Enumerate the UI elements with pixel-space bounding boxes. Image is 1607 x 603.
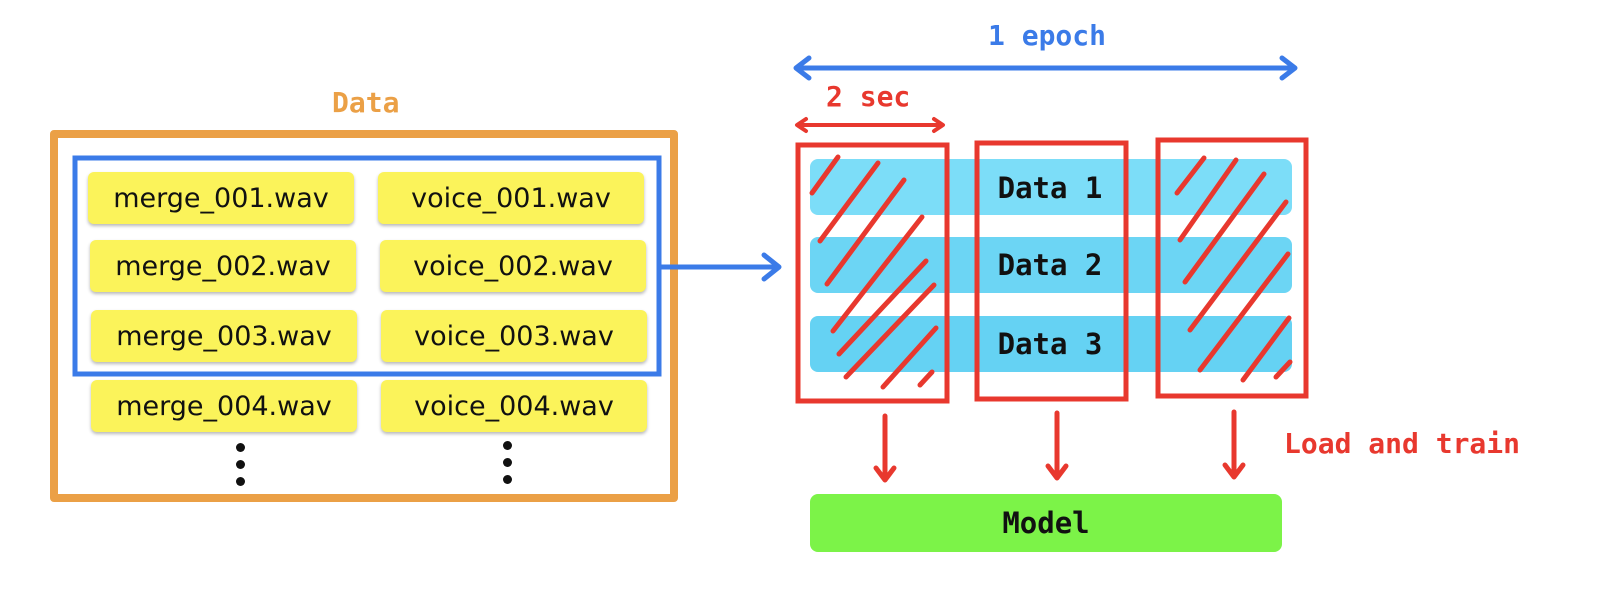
down-arrow-icon — [1222, 409, 1246, 480]
epoch-span-arrow — [793, 55, 1298, 81]
data-panel-box — [50, 130, 678, 502]
segment-box-2 — [974, 140, 1129, 402]
file-merge-001: merge_001.wav — [88, 172, 354, 224]
data-strip-1 — [810, 159, 1292, 215]
file-voice-001: voice_001.wav — [378, 172, 644, 224]
data-strip-label-1: Data 1 — [997, 171, 1103, 205]
data-strip-label-3: Data 3 — [997, 327, 1103, 361]
data-panel-title: Data — [332, 86, 400, 119]
model-box: Model — [810, 494, 1282, 552]
down-arrow-icon — [1045, 410, 1069, 481]
data-strip-3 — [810, 316, 1292, 372]
segment-box-1 — [795, 142, 950, 404]
segment-box-3 — [1155, 137, 1309, 399]
file-merge-002: merge_002.wav — [90, 240, 356, 292]
discarded-segment-hatch — [1174, 155, 1293, 383]
segment-duration-label: 2 sec — [826, 80, 911, 113]
segment-span-arrow — [795, 117, 945, 133]
file-voice-002: voice_002.wav — [380, 240, 646, 292]
file-voice-003: voice_003.wav — [381, 310, 647, 362]
load-and-train-label: Load and train — [1284, 427, 1521, 460]
down-arrow-icon — [873, 413, 897, 483]
right-arrow-icon — [659, 252, 782, 282]
data-strip-label-2: Data 2 — [997, 248, 1103, 282]
ellipsis-icon — [236, 443, 248, 494]
file-voice-004: voice_004.wav — [381, 380, 647, 432]
discarded-segment-hatch — [809, 154, 939, 390]
file-merge-003: merge_003.wav — [91, 310, 357, 362]
epoch-label: 1 epoch — [988, 19, 1107, 52]
ellipsis-icon — [503, 441, 515, 492]
file-merge-004: merge_004.wav — [91, 380, 357, 432]
batch-selection-box — [72, 155, 662, 377]
